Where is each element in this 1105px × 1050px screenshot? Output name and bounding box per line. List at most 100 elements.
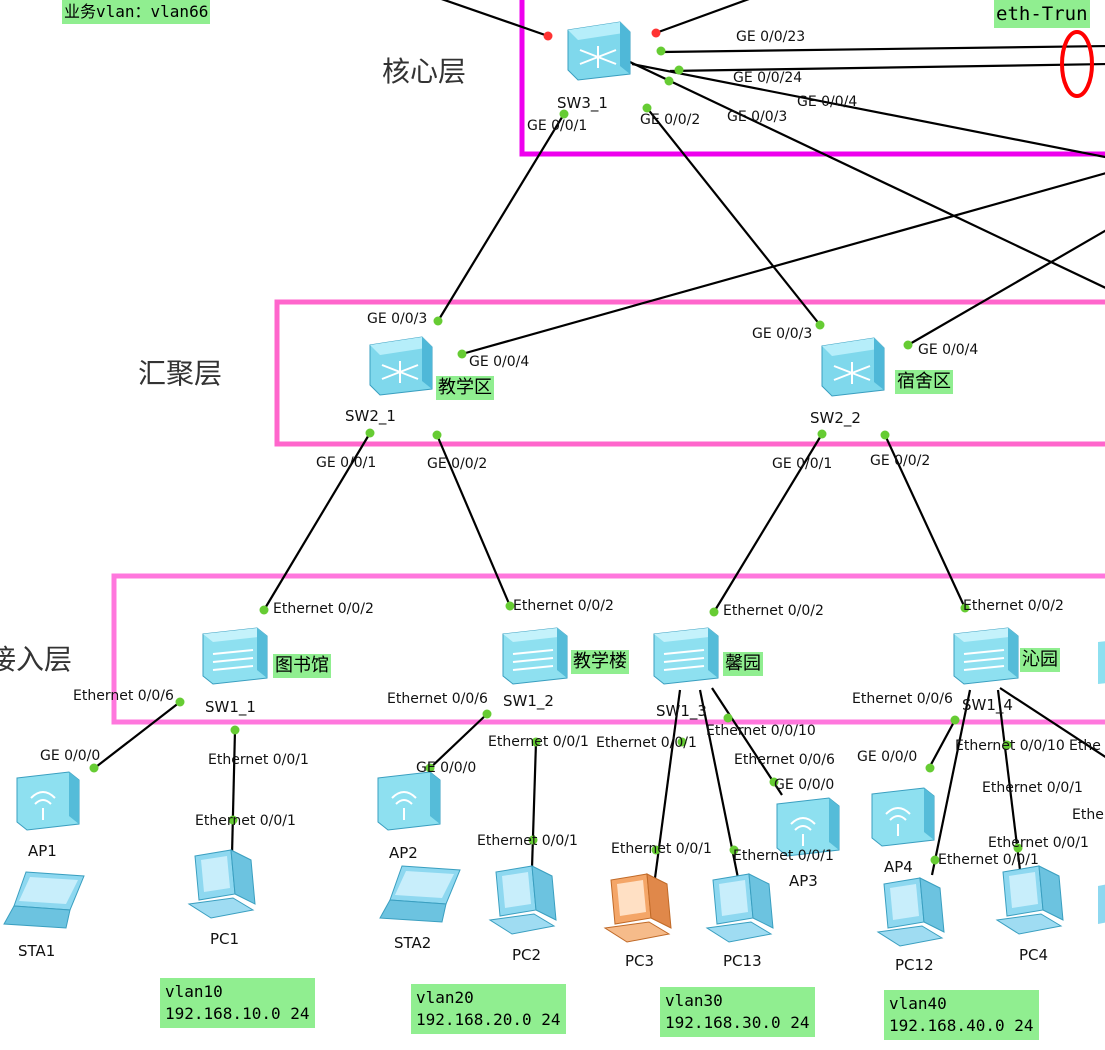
vlan-name: vlan40 (889, 994, 947, 1013)
vlan-name: vlan10 (165, 982, 223, 1001)
port-dot (709, 607, 719, 617)
link-sw14-pc4 (996, 689, 1022, 871)
link-sw21-sw12 (435, 434, 512, 607)
port-dot (651, 28, 661, 38)
port-dot (950, 715, 960, 725)
port-label: GE 0/0/23 (736, 29, 806, 45)
link-trunk-24 (669, 62, 1105, 73)
device-label-ap1: AP1 (28, 842, 57, 860)
port-dot (528, 835, 538, 845)
laptop-icon[interactable] (379, 865, 461, 923)
vlan-name: vlan20 (416, 988, 474, 1007)
links (91, 0, 1105, 879)
port-label: Ethernet 0/0/1 (195, 813, 296, 829)
aggregation-layer-title: 汇聚层 (138, 357, 223, 390)
link-sw31-sw22 (646, 107, 821, 326)
link-sw22-ge4 (907, 229, 1105, 346)
port-dot (642, 103, 652, 113)
port-dot (651, 845, 661, 855)
link-sw31-sw21 (437, 113, 565, 322)
port-label: GE 0/0/24 (733, 70, 803, 86)
port-dot (815, 320, 825, 330)
device-label-pc3: PC3 (625, 952, 655, 970)
device-label-ap2: AP2 (389, 844, 418, 862)
link-sw14-right (999, 687, 1105, 759)
port-label: GE 0/0/0 (416, 760, 477, 776)
port-dot (433, 316, 443, 326)
access-point-icon[interactable] (16, 771, 80, 831)
port-dot (960, 603, 970, 613)
port-label: Ethernet 0/0/1 (938, 852, 1039, 868)
device-label-sta1: STA1 (18, 942, 56, 960)
port-dot (1002, 740, 1012, 750)
link-sw21-ge4 (461, 172, 1105, 356)
laptop-icon[interactable] (3, 871, 85, 929)
link-sw22-sw13 (713, 433, 823, 613)
port-label: GE 0/0/4 (918, 342, 979, 358)
pc-icon[interactable] (603, 873, 672, 943)
device-label-sta2: STA2 (394, 934, 432, 952)
port-dot (729, 845, 739, 855)
pc-icon[interactable] (488, 865, 557, 935)
switch-l2-icon[interactable] (502, 627, 568, 685)
port-label: GE 0/0/0 (40, 748, 101, 764)
service-vlan-tag: 业务vlan：vlan66 (62, 0, 211, 24)
access-point-icon[interactable] (871, 787, 935, 847)
port-dot (903, 340, 913, 350)
port-dot (482, 709, 492, 719)
access-point-icon[interactable] (776, 797, 840, 857)
access-layer-box (111, 573, 1105, 725)
switch-l3-icon[interactable] (567, 21, 631, 81)
vlan-subnet: 192.168.20.0 24 (416, 1010, 561, 1029)
link-core-ge4 (631, 62, 1105, 159)
access-point-icon[interactable] (377, 771, 441, 831)
port-label: GE 0/0/1 (316, 455, 377, 471)
port-dot (880, 430, 890, 440)
port-label: Ethernet 0/0/1 (982, 780, 1083, 796)
port-label: Ethernet 0/0/6 (387, 691, 488, 707)
switch-l2-icon[interactable] (953, 627, 1019, 685)
link-sw13-pc3 (653, 689, 682, 879)
area-tag-dorm-zone: 宿舍区 (895, 370, 953, 394)
vlan-subnet: 192.168.40.0 24 (889, 1016, 1034, 1035)
link-core-ge3 (629, 61, 1105, 289)
device-label-pc13: PC13 (723, 952, 762, 970)
switch-l2-icon[interactable] (653, 627, 719, 685)
switch-l3-icon[interactable] (821, 337, 885, 397)
port-label: Ethernet 0/0/6 (73, 688, 174, 704)
port-label: Ethernet 0/0/6 (734, 752, 835, 768)
area-tag-qinyuan: 沁园 (1020, 648, 1060, 672)
port-dot (457, 349, 467, 359)
port-dot (769, 777, 779, 787)
pc-icon[interactable] (876, 877, 945, 947)
device-label-sw2-1: SW2_1 (345, 407, 396, 425)
pc-icon[interactable] (705, 873, 774, 943)
device-label-pc12: PC12 (895, 956, 934, 974)
switch-l2-icon[interactable] (202, 627, 268, 685)
port-label: Ethernet 0/0/1 (596, 735, 697, 751)
vlan-name: vlan30 (665, 991, 723, 1010)
vlan-info-box: vlan40 192.168.40.0 24 (884, 990, 1039, 1040)
eth-trunk-ring (1060, 30, 1094, 98)
port-label: Ethernet 0/0/1 (733, 848, 834, 864)
pc-icon[interactable] (995, 865, 1064, 935)
port-dot (228, 815, 238, 825)
port-label: Ethernet 0/0/6 (852, 691, 953, 707)
port-label: Ethernet 0/0/2 (273, 601, 374, 617)
switch-l2-icon[interactable] (1098, 640, 1105, 684)
port-dots (89, 28, 1023, 865)
device-label-pc2: PC2 (512, 946, 542, 964)
link-sw14-ap4 (927, 719, 956, 771)
port-label: GE 0/0/2 (640, 112, 701, 128)
device-label-pc4: PC4 (1019, 946, 1049, 964)
port-dot (930, 855, 940, 865)
port-label: GE 0/0/4 (469, 354, 530, 370)
pc-icon[interactable] (1098, 882, 1105, 924)
eth-trunk-tag: eth-Trun (994, 0, 1090, 28)
access-layer-title: 接入层 (0, 643, 73, 676)
switch-l3-icon[interactable] (369, 336, 433, 396)
pc-icon[interactable] (187, 849, 256, 919)
link-sw12-ap2 (427, 713, 488, 771)
port-label: GE 0/0/3 (727, 109, 788, 125)
